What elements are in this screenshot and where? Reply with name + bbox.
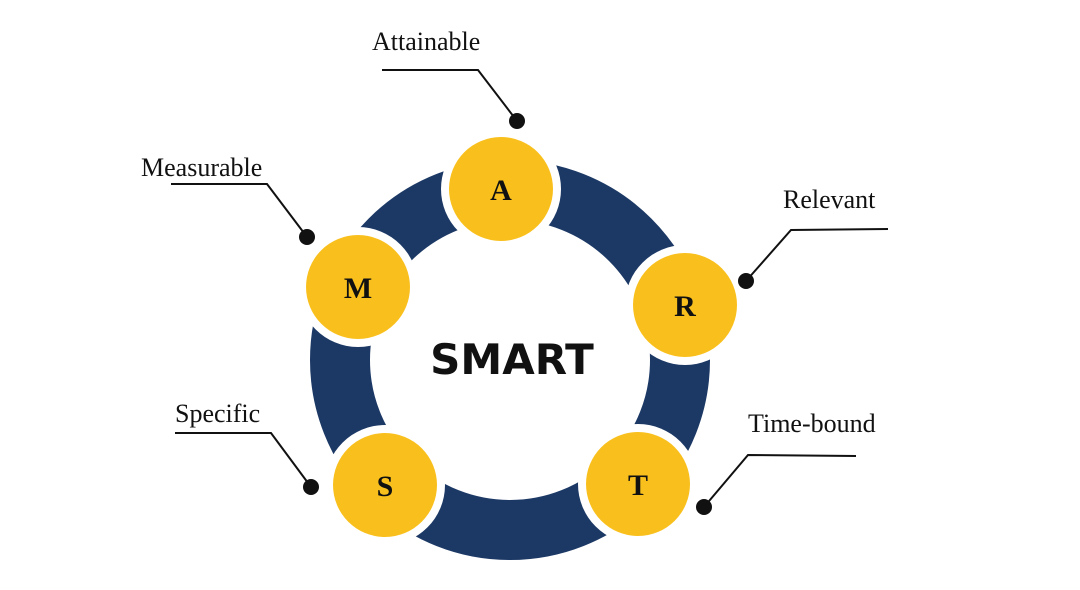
node-m: M [298,227,418,347]
node-a: A [441,129,561,249]
label-measurable: Measurable [141,153,262,182]
label-attainable: Attainable [372,27,480,56]
node-t: T [578,424,698,544]
node-r: R [625,245,745,365]
label-relevant: Relevant [783,185,876,214]
node-letter: R [674,290,696,323]
node-letter: T [628,469,648,502]
label-specific: Specific [175,399,260,428]
node-letter: S [377,470,394,503]
node-letter: A [490,174,512,207]
callout-dots [299,113,754,515]
node-s: S [325,425,445,545]
callout-lines [171,69,889,508]
node-letter: M [344,272,372,305]
center-title: SMART [430,335,594,384]
label-time-bound: Time-bound [748,409,876,438]
